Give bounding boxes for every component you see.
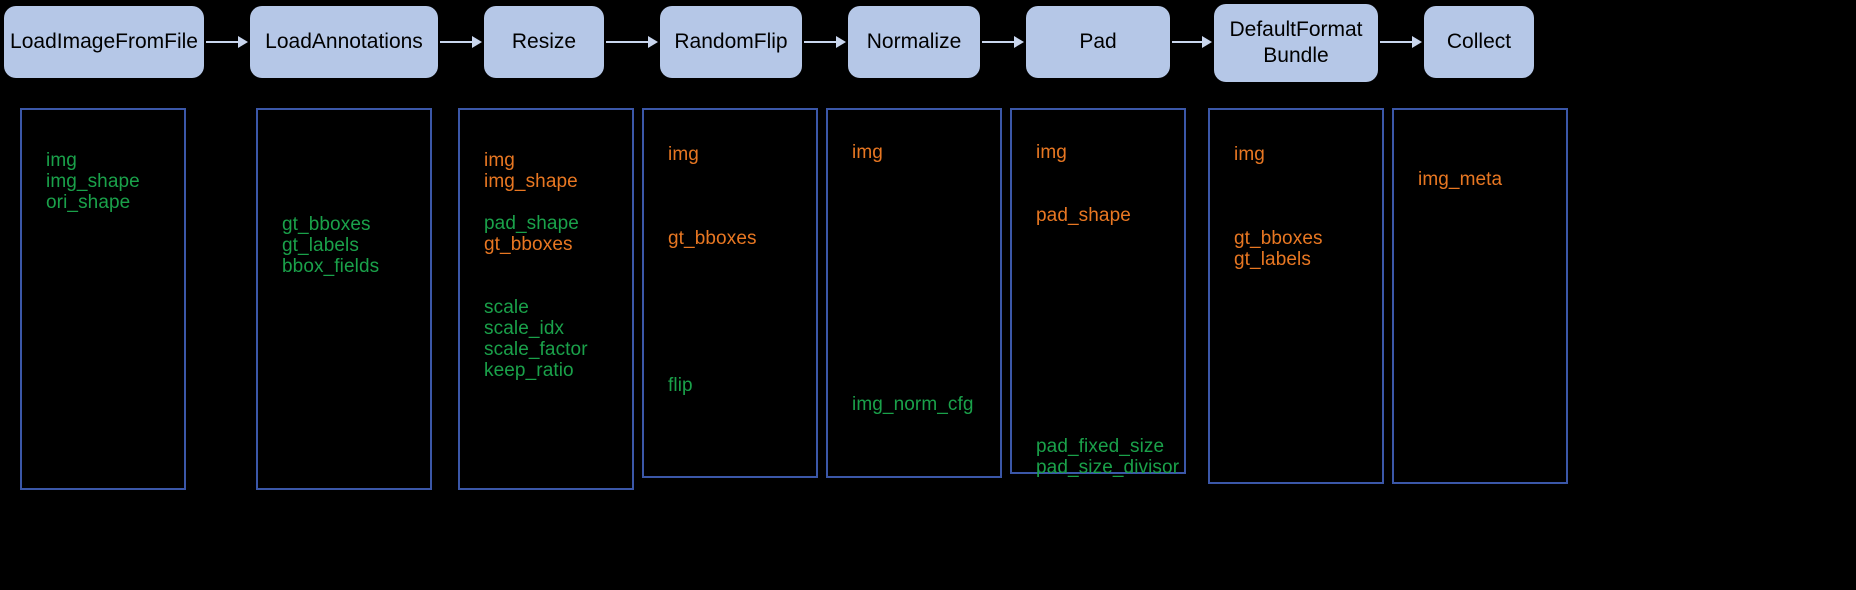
pipeline-arrow-3 [606, 36, 658, 48]
key-line: bbox_fields [282, 256, 380, 277]
arrow-shaft [1380, 41, 1412, 43]
pipeline-stage-row: LoadImageFromFile LoadAnnotations Resize… [0, 0, 1856, 100]
arrow-head-icon [238, 36, 248, 48]
key-line: img_shape [484, 171, 578, 192]
key-line: img_meta [1418, 169, 1503, 190]
arrow-shaft [1172, 41, 1202, 43]
pipeline-arrow-2 [440, 36, 482, 48]
pipeline-stage-load-annotations[interactable]: LoadAnnotations [250, 6, 438, 78]
key-line: gt_labels [282, 235, 359, 256]
arrow-shaft [606, 41, 648, 43]
key-line: gt_labels [1234, 249, 1311, 270]
arrow-shaft [804, 41, 836, 43]
arrow-shaft [206, 41, 238, 43]
pipeline-arrow-7 [1380, 36, 1422, 48]
key-list: img gt_bboxes flip [668, 144, 808, 396]
arrow-head-icon [648, 36, 658, 48]
arrow-head-icon [1202, 36, 1212, 48]
pipeline-arrow-1 [206, 36, 248, 48]
key-line: scale [484, 297, 529, 318]
key-panel-collect: img_meta [1392, 108, 1568, 484]
key-line: scale_factor [484, 339, 588, 360]
arrow-head-icon [1412, 36, 1422, 48]
pipeline-arrow-5 [982, 36, 1024, 48]
pipeline-arrow-4 [804, 36, 846, 48]
key-line: scale_idx [484, 318, 565, 339]
key-line: gt_bboxes [1234, 228, 1323, 249]
pipeline-stage-default-format-bundle[interactable]: DefaultFormat Bundle [1214, 4, 1378, 82]
pipeline-stage-load-image-from-file[interactable]: LoadImageFromFile [4, 6, 204, 78]
key-line: gt_bboxes [668, 228, 757, 249]
key-line: pad_fixed_size [1036, 436, 1165, 457]
pipeline-stage-random-flip[interactable]: RandomFlip [660, 6, 802, 78]
pipeline-stage-normalize[interactable]: Normalize [848, 6, 980, 78]
pipeline-stage-resize[interactable]: Resize [484, 6, 604, 78]
arrow-shaft [440, 41, 472, 43]
arrow-shaft [982, 41, 1014, 43]
key-line: img [46, 150, 77, 171]
key-line: pad_size_divisor [1036, 457, 1180, 478]
key-line: img [852, 142, 883, 163]
key-line: img_norm_cfg [852, 394, 974, 415]
pipeline-stage-pad[interactable]: Pad [1026, 6, 1170, 78]
key-line: pad_shape [1036, 205, 1131, 226]
key-panel-normalize: img img_norm_cfg [826, 108, 1002, 478]
key-line: gt_bboxes [484, 234, 573, 255]
arrow-head-icon [836, 36, 846, 48]
pipeline-stage-collect[interactable]: Collect [1424, 6, 1534, 78]
key-line: keep_ratio [484, 360, 574, 381]
key-line: img_shape [46, 171, 140, 192]
key-line: img [1234, 144, 1265, 165]
pipeline-arrow-6 [1172, 36, 1212, 48]
arrow-head-icon [1014, 36, 1024, 48]
key-line: img [484, 150, 515, 171]
key-line: pad_shape [484, 213, 579, 234]
arrow-head-icon [472, 36, 482, 48]
key-line: img [668, 144, 699, 165]
key-line: flip [668, 375, 693, 396]
key-line: img [1036, 142, 1067, 163]
key-line: gt_bboxes [282, 214, 371, 235]
key-list: img img_norm_cfg [852, 142, 992, 415]
key-line: ori_shape [46, 192, 131, 213]
key-panel-random-flip: img gt_bboxes flip [642, 108, 818, 478]
key-list: img_meta [1418, 148, 1558, 190]
